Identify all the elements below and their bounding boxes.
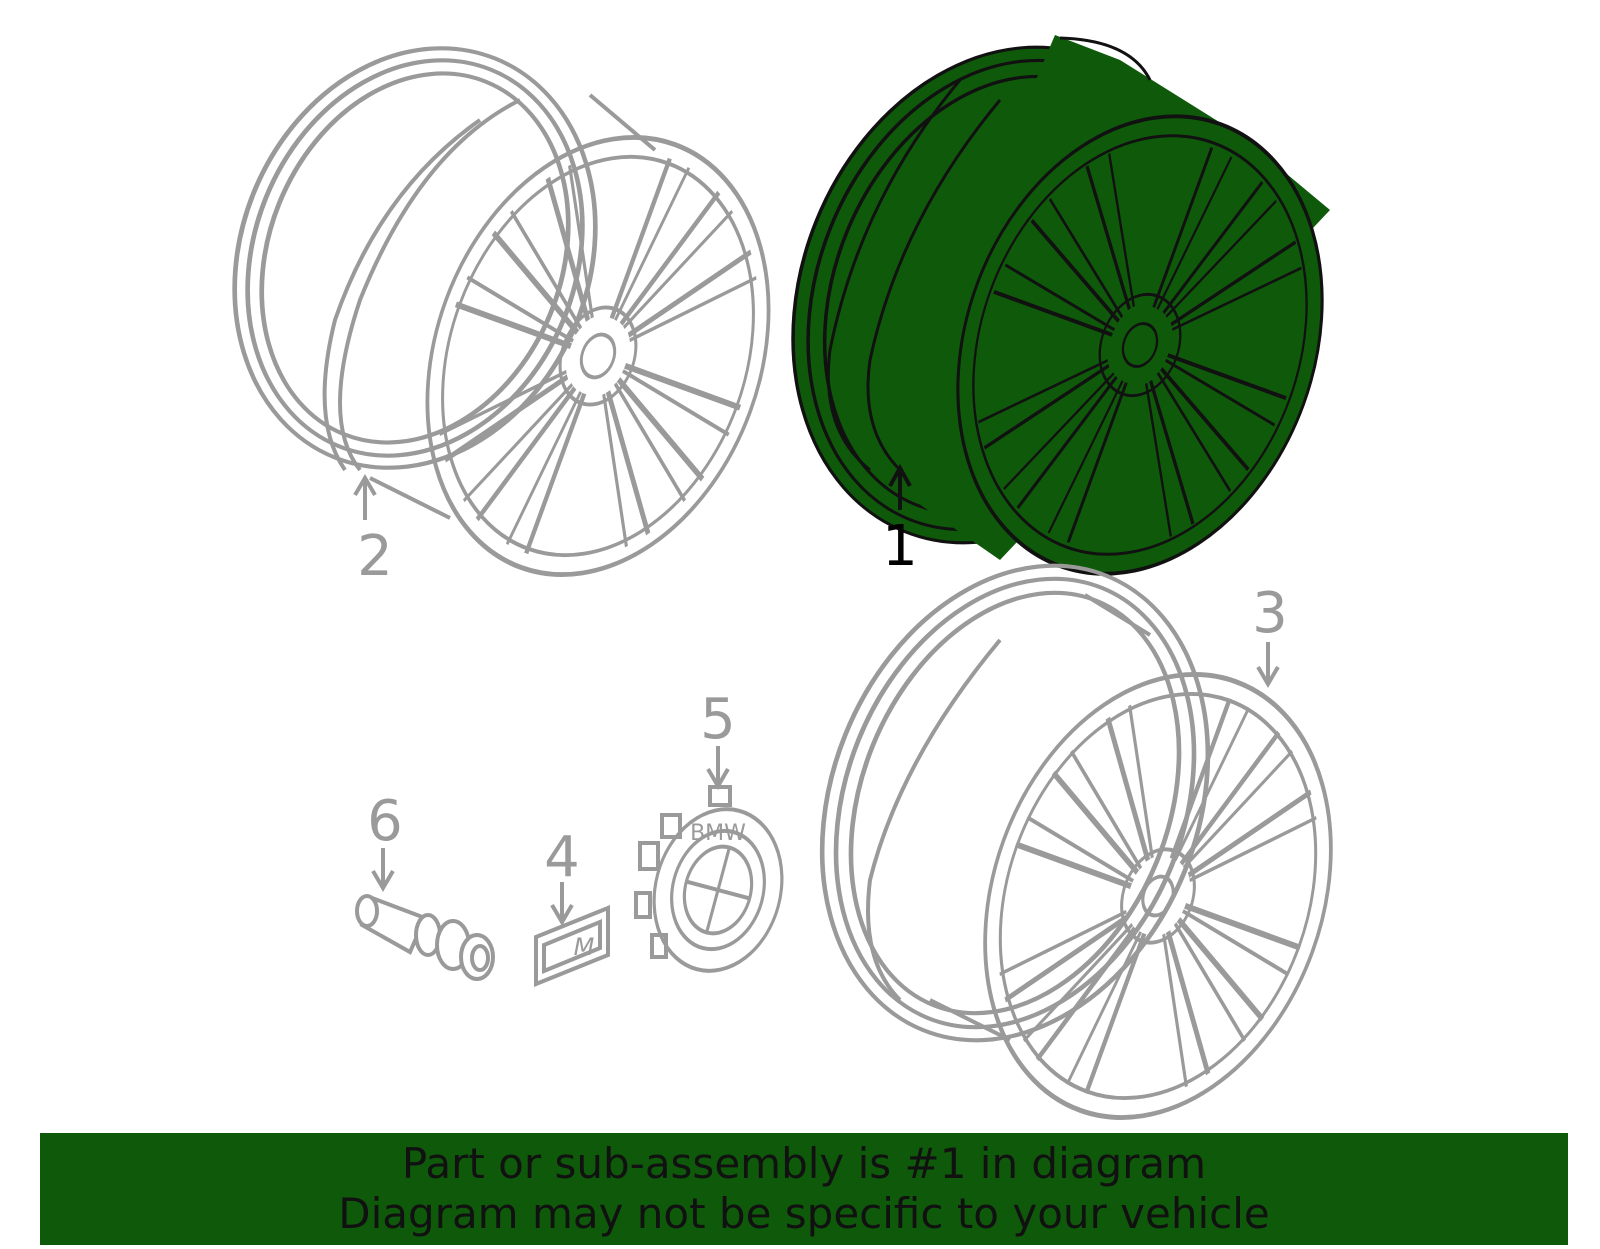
callout-2: 2 <box>357 524 393 589</box>
footer-line-2: Diagram may not be specific to your vehi… <box>338 1189 1270 1238</box>
lug-bolt-illustration <box>355 848 495 981</box>
footer-line-1: Part or sub-assembly is #1 in diagram <box>401 1139 1207 1188</box>
callout-6: 6 <box>367 789 403 854</box>
emblem-letter-text: M <box>574 933 595 961</box>
wheel-3-illustration <box>819 563 1382 1130</box>
callout-1: 1 <box>882 514 918 579</box>
callout-3: 3 <box>1252 581 1288 646</box>
parts-diagram: BMW M 1 2 3 4 5 6 <box>232 35 1382 1130</box>
cap-logo-text: BMW <box>690 821 746 846</box>
wheel-2-illustration <box>232 46 822 625</box>
center-cap-illustration: BMW <box>634 746 784 973</box>
emblem-illustration: M <box>534 882 610 987</box>
wheel-1-illustration <box>791 35 1368 615</box>
callout-4: 4 <box>544 825 580 890</box>
callout-5: 5 <box>700 687 736 752</box>
footer-banner: Part or sub-assembly is #1 in diagram Di… <box>40 1133 1568 1245</box>
